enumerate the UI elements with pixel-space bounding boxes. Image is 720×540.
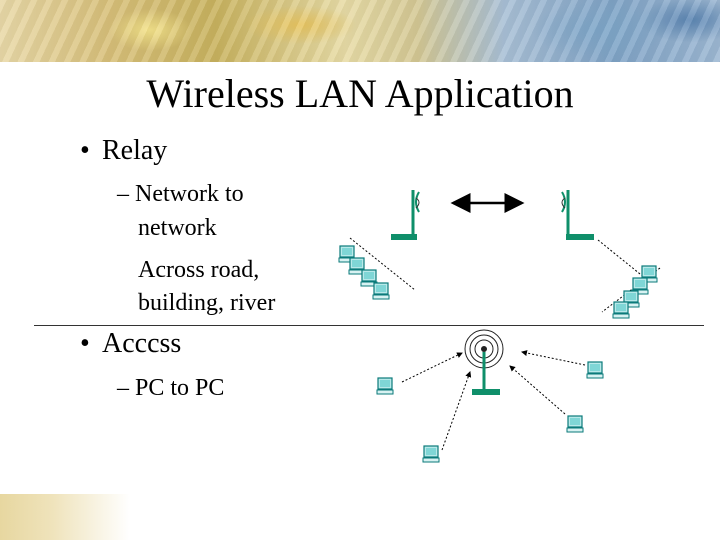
link-arrow (442, 372, 470, 450)
link-arrow (510, 366, 565, 414)
computer-icon (377, 378, 393, 394)
link-line (598, 240, 645, 278)
computer-icon (373, 283, 389, 299)
link-arrow (522, 352, 585, 365)
antenna-icon (391, 190, 419, 240)
computer-icon (567, 416, 583, 432)
computer-icon (587, 362, 603, 378)
access-point-icon (465, 330, 503, 395)
computer-icon (423, 446, 439, 462)
antenna-icon (562, 190, 594, 240)
computer-icon (613, 302, 629, 318)
link-arrow (402, 353, 462, 382)
